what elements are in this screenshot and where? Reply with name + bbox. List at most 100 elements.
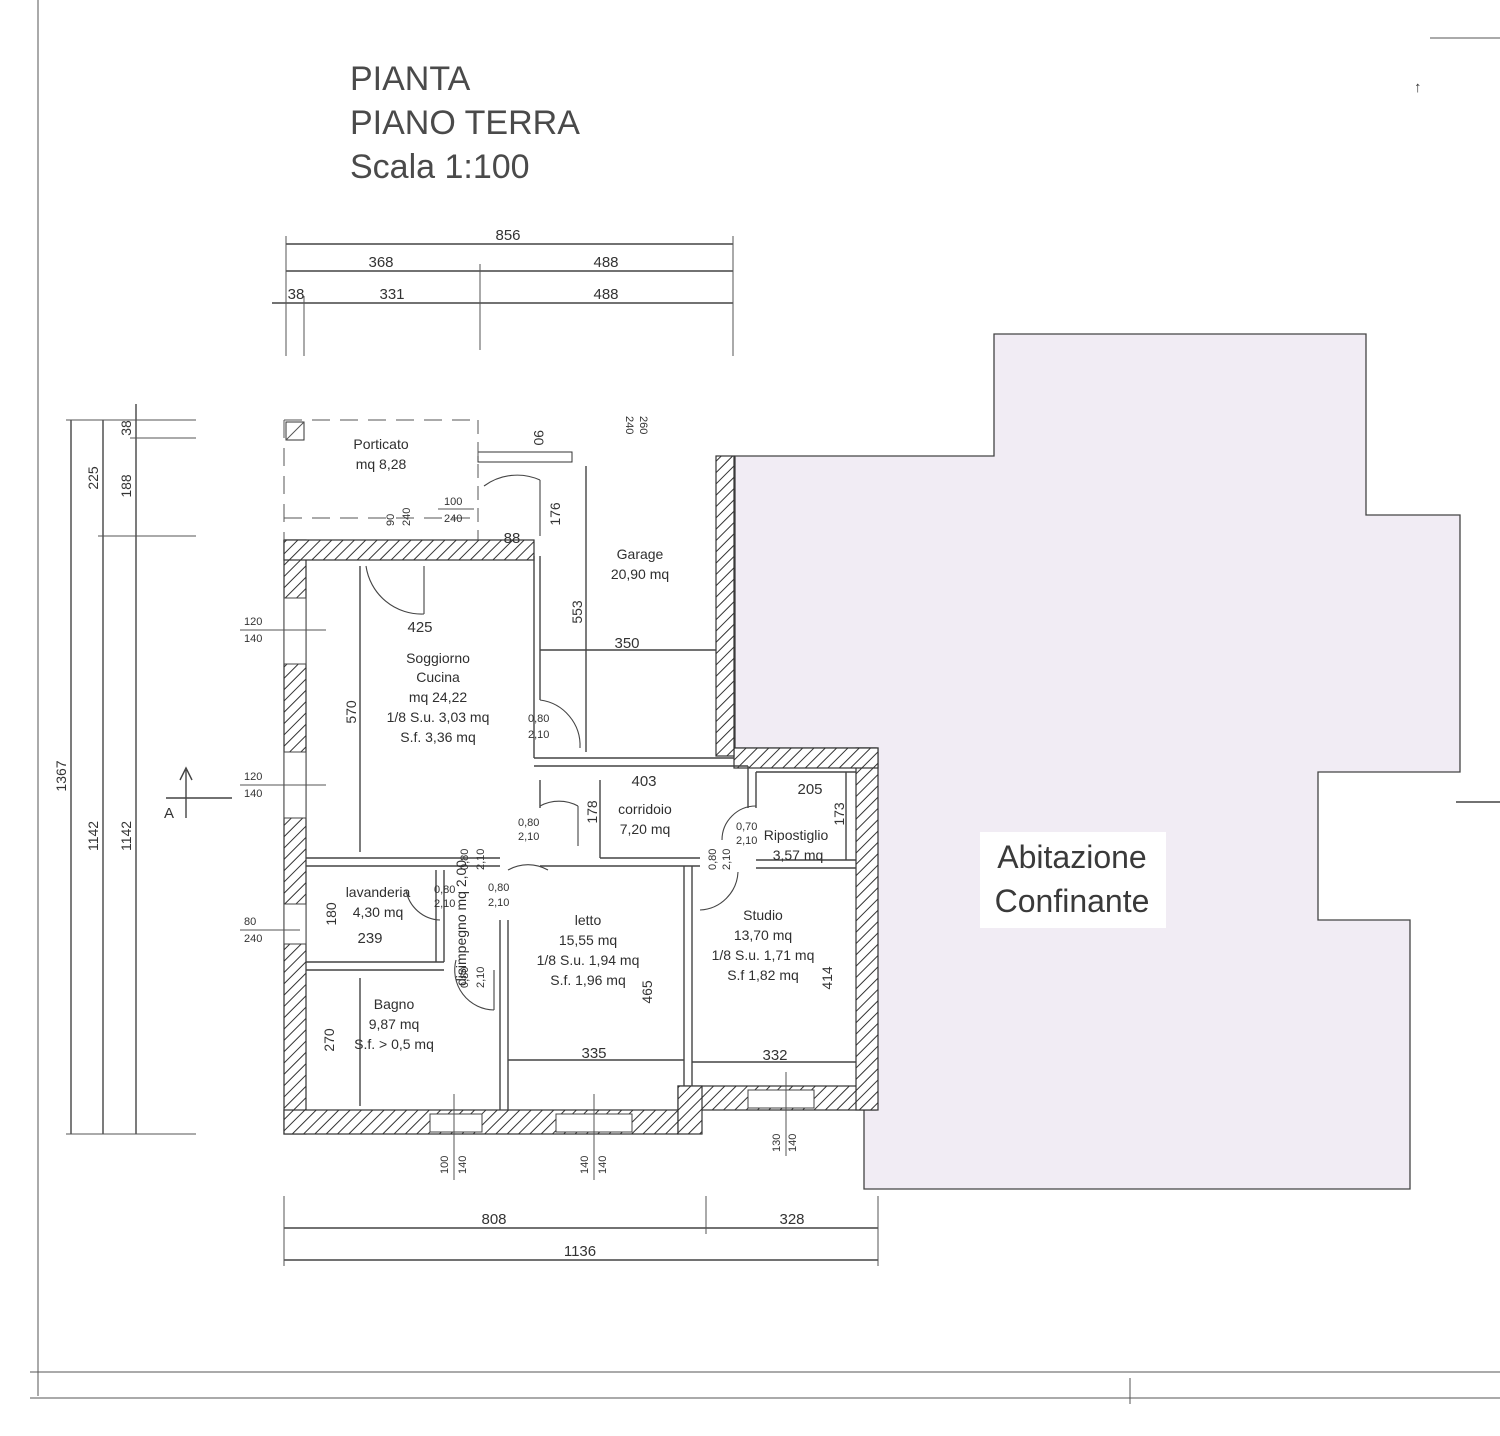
opening-studio-h: 2,10 bbox=[721, 849, 733, 870]
room-ripostiglio-name: Ripostiglio bbox=[764, 827, 829, 843]
plan-title-line1: PIANTA bbox=[350, 60, 471, 98]
opening-wl2-w: 120 bbox=[244, 771, 262, 783]
dim-260: 260 bbox=[637, 416, 649, 434]
room-corridoio-area: 7,20 mq bbox=[620, 821, 671, 837]
room-studio-sf: S.f 1,82 mq bbox=[727, 967, 799, 983]
opening-wl3-h: 240 bbox=[244, 933, 262, 945]
plan-title-line2: PIANO TERRA bbox=[350, 104, 580, 142]
opening-b1-w: 100 bbox=[439, 1156, 451, 1174]
opening-kitchen-h: 2,10 bbox=[528, 729, 549, 741]
dim-left-1367: 1367 bbox=[53, 760, 69, 791]
opening-bagno-w: 0,80 bbox=[459, 967, 471, 988]
dim-350: 350 bbox=[614, 635, 639, 652]
room-letto-name: letto bbox=[575, 912, 602, 928]
dim-332: 332 bbox=[762, 1047, 787, 1064]
opening-porch2-w: 100 bbox=[444, 496, 462, 508]
opening-b2-w: 140 bbox=[579, 1156, 591, 1174]
room-soggiorno-sf: S.f. 3,36 mq bbox=[400, 729, 475, 745]
dim-425: 425 bbox=[407, 619, 432, 636]
room-soggiorno-name: Soggiorno bbox=[406, 650, 470, 666]
opening-wl1-h: 140 bbox=[244, 633, 262, 645]
room-cucina-name: Cucina bbox=[416, 669, 460, 685]
dim-top-368: 368 bbox=[368, 254, 393, 271]
dim-top-331: 331 bbox=[379, 286, 404, 303]
dim-88: 88 bbox=[504, 530, 521, 547]
room-letto-sf: S.f. 1,96 mq bbox=[550, 972, 625, 988]
opening-wl1-w: 120 bbox=[244, 616, 262, 628]
opening-wl2-h: 140 bbox=[244, 788, 262, 800]
dim-top-total: 856 bbox=[495, 227, 520, 244]
opening-porch-h: 240 bbox=[401, 508, 413, 526]
room-labels: Porticato mq 8,28 Garage 20,90 mq Soggio… bbox=[346, 436, 829, 1052]
neighbor-building bbox=[734, 333, 1461, 1190]
dim-570: 570 bbox=[343, 700, 359, 724]
dim-414: 414 bbox=[819, 966, 835, 990]
neighbor-label-bg bbox=[980, 832, 1166, 928]
room-soggiorno-area: mq 24,22 bbox=[409, 689, 468, 705]
room-studio-name: Studio bbox=[743, 907, 783, 923]
opening-rip-h: 2,10 bbox=[736, 835, 757, 847]
dim-top-488b: 488 bbox=[593, 286, 618, 303]
dim-205: 205 bbox=[797, 781, 822, 798]
room-studio-area: 13,70 mq bbox=[734, 927, 792, 943]
dim-bottom-1136: 1136 bbox=[564, 1243, 596, 1260]
room-garage-area: 20,90 mq bbox=[611, 566, 669, 582]
opening-studio-w: 0,80 bbox=[707, 849, 719, 870]
neighbor-label-line2: Confinante bbox=[995, 883, 1150, 919]
window-left-1 bbox=[283, 597, 307, 665]
dim-top-488a: 488 bbox=[593, 254, 618, 271]
corner-arrow: ↑ bbox=[1414, 79, 1422, 96]
opening-letto-h: 2,10 bbox=[488, 897, 509, 909]
dim-left-225: 225 bbox=[85, 466, 101, 490]
dim-465: 465 bbox=[639, 980, 655, 1004]
opening-lav-h: 2,10 bbox=[434, 898, 455, 910]
room-soggiorno-su: 1/8 S.u. 3,03 mq bbox=[387, 709, 490, 725]
room-porticato-name: Porticato bbox=[353, 436, 408, 452]
dim-left-1142b: 1142 bbox=[118, 821, 134, 851]
room-lavanderia-name: lavanderia bbox=[346, 884, 411, 900]
window-bottom-1 bbox=[429, 1113, 483, 1133]
room-bagno-name: Bagno bbox=[374, 996, 415, 1012]
room-bagno-sf: S.f. > 0,5 mq bbox=[354, 1036, 434, 1052]
opening-b3-w: 130 bbox=[771, 1134, 783, 1152]
section-label: A bbox=[164, 805, 174, 822]
opening-bagno-h: 2,10 bbox=[475, 967, 487, 988]
dim-178: 178 bbox=[584, 800, 600, 824]
dim-bottom-808: 808 bbox=[481, 1211, 506, 1228]
bottom-dimensions: 808 328 1136 bbox=[283, 1196, 879, 1266]
dim-top-38: 38 bbox=[288, 286, 305, 303]
opening-lav-w: 0,80 bbox=[434, 884, 455, 896]
room-porticato-area: mq 8,28 bbox=[356, 456, 407, 472]
dim-180: 180 bbox=[323, 902, 339, 926]
window-left-3 bbox=[283, 903, 307, 945]
opening-porch2-h: 240 bbox=[444, 513, 462, 525]
opening-dis-w: 0,80 bbox=[459, 849, 471, 870]
dim-403: 403 bbox=[631, 773, 656, 790]
dim-left-188: 188 bbox=[118, 474, 134, 498]
neighbor-label-line1: Abitazione bbox=[997, 839, 1146, 875]
interior-walls bbox=[306, 451, 856, 1110]
opening-dis-h: 2,10 bbox=[475, 849, 487, 870]
door-swings bbox=[365, 474, 757, 1011]
room-studio-su: 1/8 S.u. 1,71 mq bbox=[712, 947, 815, 963]
dim-553: 553 bbox=[569, 600, 585, 624]
room-disimpegno: disimpegno mq 2,00 bbox=[453, 860, 469, 986]
room-bagno-area: 9,87 mq bbox=[369, 1016, 420, 1032]
room-letto-area: 15,55 mq bbox=[559, 932, 617, 948]
room-garage-name: Garage bbox=[617, 546, 664, 562]
dim-335: 335 bbox=[581, 1045, 606, 1062]
window-bottom-3 bbox=[747, 1089, 815, 1109]
opening-wl3-w: 80 bbox=[244, 916, 256, 928]
opening-b3-h: 140 bbox=[787, 1134, 799, 1152]
opening-corr-h: 2,10 bbox=[518, 831, 539, 843]
opening-corr-w: 0,80 bbox=[518, 817, 539, 829]
dim-270: 270 bbox=[321, 1028, 337, 1052]
porch bbox=[283, 419, 480, 540]
opening-porch-w: 90 bbox=[385, 514, 397, 526]
plan-scale: Scala 1:100 bbox=[350, 148, 530, 186]
dim-240: 240 bbox=[623, 416, 635, 434]
room-corridoio-name: corridoio bbox=[618, 801, 672, 817]
room-lavanderia-area: 4,30 mq bbox=[353, 904, 404, 920]
dim-239: 239 bbox=[357, 930, 382, 947]
